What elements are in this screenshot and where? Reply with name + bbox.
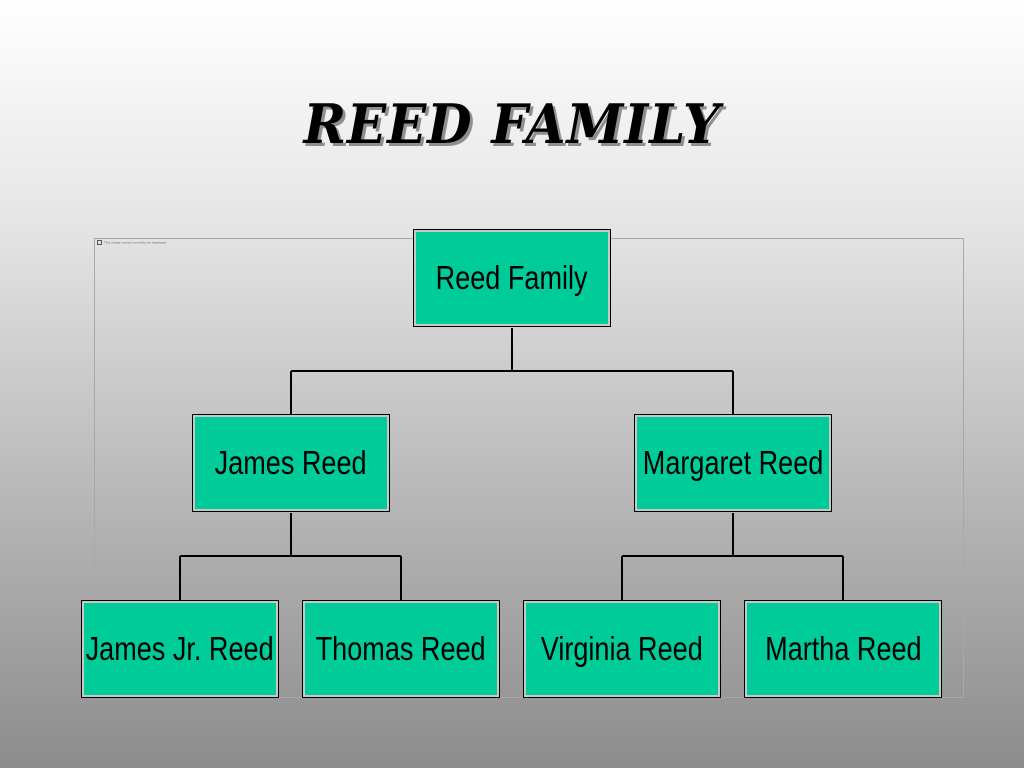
node-virginia-reed[interactable]: Virginia Reed [523, 600, 721, 698]
node-label: Martha Reed [764, 630, 922, 667]
node-james-reed[interactable]: James Reed [192, 414, 390, 512]
node-thomas-reed[interactable]: Thomas Reed [302, 600, 500, 698]
broken-image-caption: This image cannot currently be displayed… [97, 240, 167, 245]
node-label: Reed Family [436, 259, 588, 296]
node-label: James Jr. Reed [86, 630, 275, 667]
node-martha-reed[interactable]: Martha Reed [744, 600, 942, 698]
node-label: Thomas Reed [316, 630, 486, 667]
slide-title: REED FAMILY [303, 92, 721, 156]
node-james-jr-reed[interactable]: James Jr. Reed [81, 600, 279, 698]
node-margaret-reed[interactable]: Margaret Reed [634, 414, 832, 512]
node-label: Virginia Reed [541, 630, 703, 667]
node-reed-family[interactable]: Reed Family [413, 229, 611, 327]
node-label: James Reed [215, 444, 367, 481]
node-label: Margaret Reed [642, 444, 824, 481]
